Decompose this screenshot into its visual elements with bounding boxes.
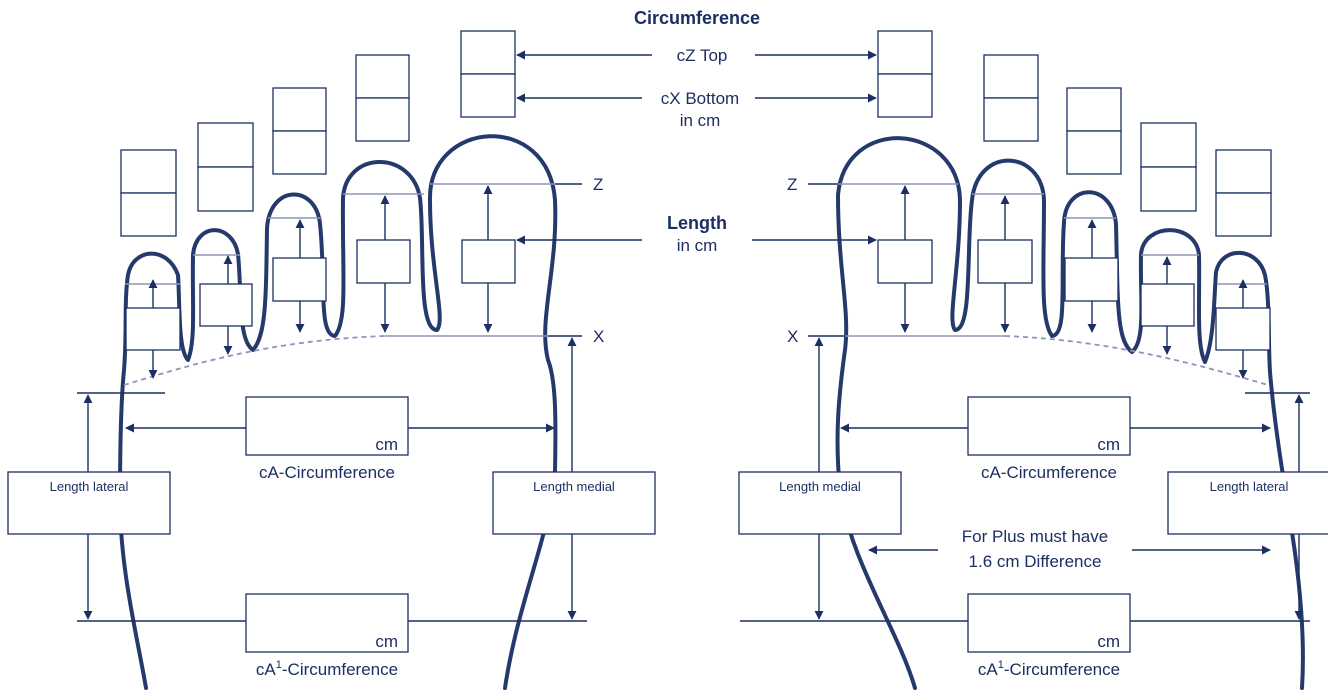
right-foot-outline [835, 136, 1305, 690]
ca1-circumference-box-left[interactable] [245, 593, 409, 653]
cz-top-label: cZ Top [677, 46, 728, 65]
length-medial-box-right[interactable] [738, 471, 902, 535]
ca1-circumference-label-right: cA1-Circumference [978, 659, 1120, 679]
length-medial-label-left: Length medial [533, 479, 615, 494]
center-legend [516, 50, 877, 245]
right-foot [738, 30, 1328, 690]
toe4-length-box-left[interactable] [199, 283, 253, 327]
left-foot-outline [118, 134, 558, 690]
toe5-circumference-boxes-left[interactable] [120, 149, 177, 237]
toe3-circumference-boxes-left[interactable] [272, 87, 327, 175]
toe5-circumference-boxes-right[interactable] [1215, 149, 1272, 237]
length-heading: Length [667, 213, 727, 233]
ca1-circumference-box-right[interactable] [967, 593, 1131, 653]
left-foot [7, 30, 656, 690]
toe3-circumference-boxes-right[interactable] [1066, 87, 1122, 175]
x-marker-left: X [593, 327, 604, 346]
toe2-circumference-boxes-left[interactable] [355, 54, 410, 142]
circumference-unit-label: in cm [680, 111, 721, 130]
ca-circumference-label-left: cA-Circumference [259, 463, 395, 482]
x-marker-right: X [787, 327, 798, 346]
length-medial-box-left[interactable] [492, 471, 656, 535]
toe2-circumference-boxes-right[interactable] [983, 54, 1039, 142]
toe5-length-box-right[interactable] [1215, 307, 1271, 351]
toe2-length-box-left[interactable] [356, 239, 411, 284]
toe1-length-box-right[interactable] [877, 239, 933, 284]
z-marker-right: Z [787, 175, 797, 194]
ca-cm-unit-left: cm [375, 435, 398, 454]
ca-circumference-box-left[interactable] [245, 396, 409, 456]
length-unit-label: in cm [677, 236, 718, 255]
ca-circumference-box-right[interactable] [967, 396, 1131, 456]
toe1-circumference-boxes-left[interactable] [460, 30, 516, 118]
toe4-length-box-right[interactable] [1140, 283, 1195, 327]
plus-note-line1: For Plus must have [962, 527, 1108, 546]
ca1-circumference-label-left: cA1-Circumference [256, 659, 398, 679]
ca1-cm-unit-left: cm [375, 632, 398, 651]
ca-cm-unit-right: cm [1097, 435, 1120, 454]
toe2-length-box-right[interactable] [977, 239, 1033, 284]
toe1-circumference-boxes-right[interactable] [877, 30, 933, 118]
ca1-cm-unit-right: cm [1097, 632, 1120, 651]
ca-circumference-label-right: cA-Circumference [981, 463, 1117, 482]
length-lateral-label-left: Length lateral [50, 479, 129, 494]
length-lateral-box-right[interactable] [1167, 471, 1328, 535]
toe3-length-box-right[interactable] [1064, 257, 1119, 302]
toe4-circumference-boxes-left[interactable] [197, 122, 254, 212]
length-medial-label-right: Length medial [779, 479, 861, 494]
circumference-heading: Circumference [634, 8, 760, 28]
toe1-length-box-left[interactable] [461, 239, 516, 284]
toe3-length-box-left[interactable] [272, 257, 327, 302]
cx-bottom-label: cX Bottom [661, 89, 739, 108]
toe4-circumference-boxes-right[interactable] [1140, 122, 1197, 212]
length-lateral-box-left[interactable] [7, 471, 171, 535]
z-marker-left: Z [593, 175, 603, 194]
plus-note-line2: 1.6 cm Difference [969, 552, 1102, 571]
length-lateral-label-right: Length lateral [1210, 479, 1289, 494]
toe5-length-box-left[interactable] [125, 307, 181, 351]
